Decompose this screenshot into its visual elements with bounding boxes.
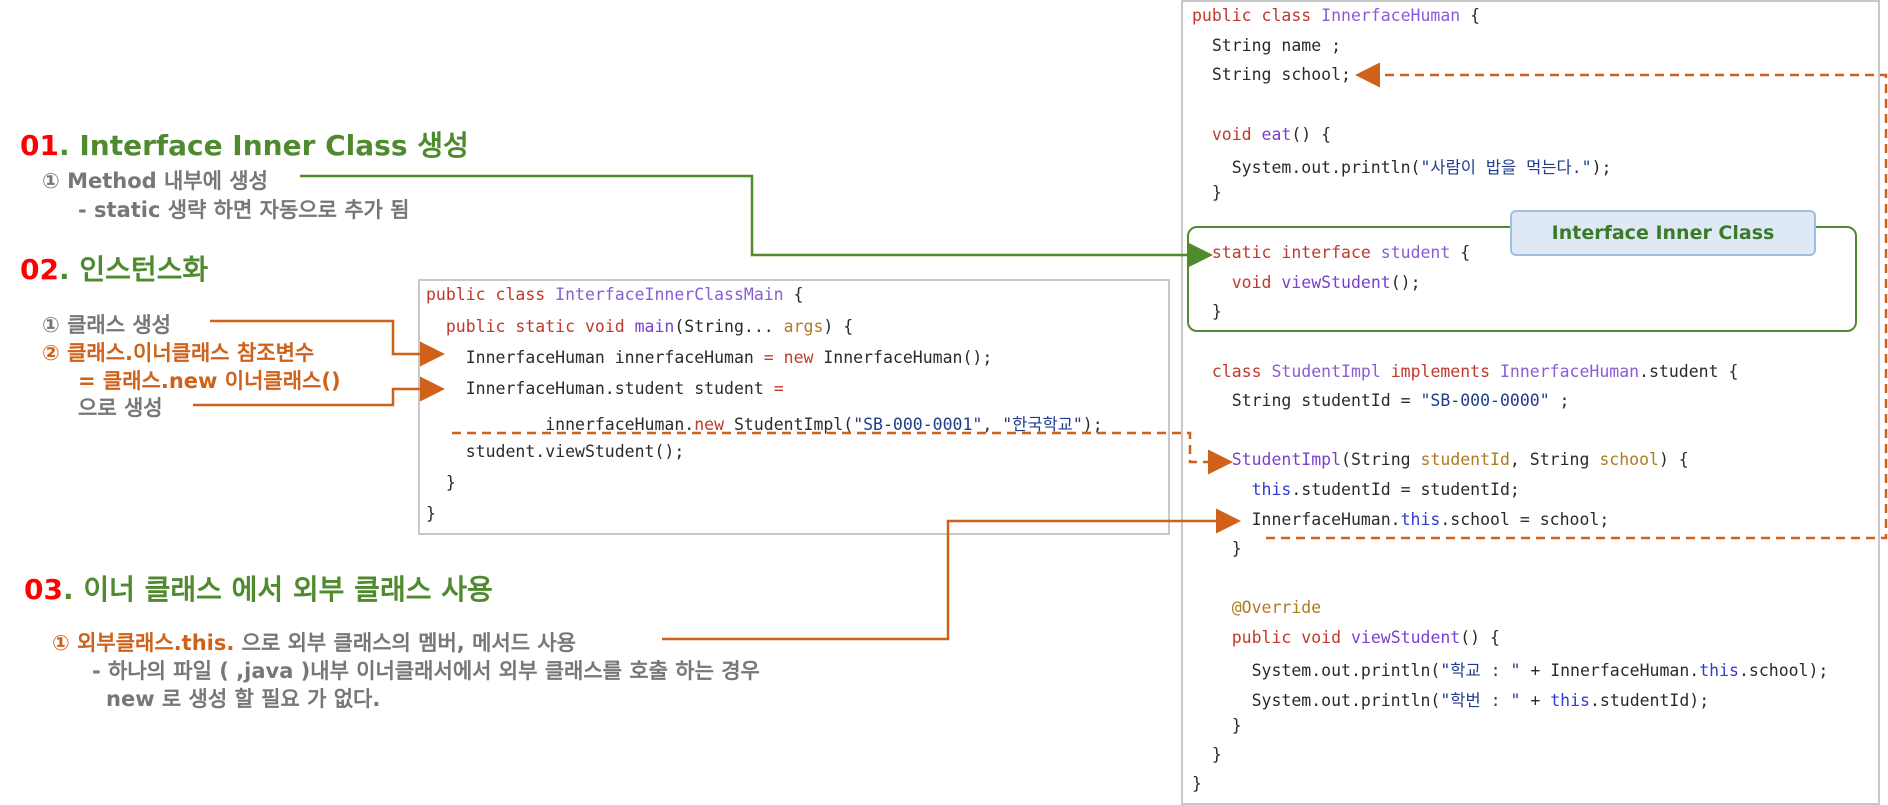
section-03-heading: 03. 이너 클래스 에서 외부 클래스 사용 [24,568,493,608]
main-class-code-panel [418,279,1170,535]
section-03-note-2: - 하나의 파일 ( ,java )내부 이너클래서에서 외부 클래스를 호출 … [92,659,760,683]
connector-inner-instantiate [193,376,445,407]
main-code-line-3: InnerfaceHuman innerfaceHuman = new Inne… [426,348,993,367]
section-03-title: . 이너 클래스 에서 외부 클래스 사용 [62,573,493,606]
section-01-title: . Interface Inner Class 생성 [58,129,469,162]
section-02-number: 02 [20,253,59,286]
main-code-line-1: public class InterfaceInnerClassMain { [426,285,804,304]
section-03-note-1: ① 외부클래스.this. 으로 외부 클래스의 멤버, 메서드 사용 [52,627,576,657]
human-code-line-13: class StudentImpl implements InnerfaceHu… [1211,362,1739,381]
human-code-line-19: } [1192,539,1242,558]
connector-dashed-to-school [1266,62,1888,540]
human-code-line-22: public void viewStudent() { [1231,628,1500,647]
section-02-heading: 02. 인스턴스화 [20,248,208,288]
main-code-line-2: public static void main(String... args) … [445,317,854,336]
connector-class-create [210,319,445,367]
human-code-line-27: } [1192,774,1202,793]
section-03-note-1-highlight: ① 외부클래스.this. [52,631,235,655]
human-code-line-18: InnerfaceHuman.this.school = school; [1192,510,1610,529]
section-01-note-2: - static 생략 하면 자동으로 추가 됨 [78,198,410,222]
human-code-line-14: String studentId = "SB-000-0000" ; [1192,391,1570,410]
human-code-line-21: @Override [1231,598,1322,617]
human-code-line-23: System.out.println("학교 : " + InnerfaceHu… [1192,661,1829,680]
section-01-heading: 01. Interface Inner Class 생성 [20,124,469,164]
section-02-note-4: 으로 생성 [78,396,163,420]
human-code-line-7: } [1192,183,1222,202]
human-code-line-6: System.out.println("사람이 밥을 먹는다."); [1192,158,1612,177]
human-code-line-5: void eat() { [1211,125,1332,144]
human-code-line-25: } [1192,716,1242,735]
connector-method-to-interface [300,174,1213,268]
section-02-note-1: ① 클래스 생성 [42,313,172,337]
main-code-line-6: student.viewStudent(); [426,442,685,461]
section-03-note-1-rest: 으로 외부 클래스의 멤버, 메서드 사용 [234,631,576,655]
main-code-line-5: innerfaceHuman.new StudentImpl("SB-000-0… [426,415,1103,434]
main-code-line-4: InnerfaceHuman.student student = [426,379,784,398]
section-03-note-3: new 로 생성 할 필요 가 없다. [106,687,381,711]
main-code-line-8: } [426,504,436,523]
section-02-title: . 인스턴스화 [58,253,209,286]
section-03-number: 03 [24,573,63,606]
connector-dashed-to-constructor [452,431,1233,475]
human-code-line-9: static interface student { [1211,243,1471,262]
human-code-line-1: public class InnerfaceHuman { [1192,6,1481,25]
human-code-line-24: System.out.println("학번 : " + this.studen… [1192,691,1710,710]
section-02-note-2: ② 클래스.이너클래스 참조변수 [42,341,315,365]
human-code-line-3: String school; [1192,65,1351,84]
human-code-line-16: StudentImpl(String studentId, String sch… [1231,450,1689,469]
main-class-name: InterfaceInnerClassMain [555,285,784,304]
innerface-human-code-panel [1181,0,1880,805]
human-code-line-26: } [1192,745,1222,764]
section-01-note-1: ① Method 내부에 생성 [42,169,268,193]
section-01-number: 01 [20,129,59,162]
human-code-line-10: void viewStudent(); [1231,273,1421,292]
human-code-line-2: String name ; [1192,36,1342,55]
human-code-line-17: this.studentId = studentId; [1251,480,1520,499]
connector-outer-this [662,508,1241,641]
human-code-line-11: } [1192,302,1222,321]
interface-inner-class-label: Interface Inner Class [1510,210,1816,256]
main-code-line-7: } [426,473,456,492]
section-02-note-3: = 클래스.new 이너클래스() [78,369,341,393]
